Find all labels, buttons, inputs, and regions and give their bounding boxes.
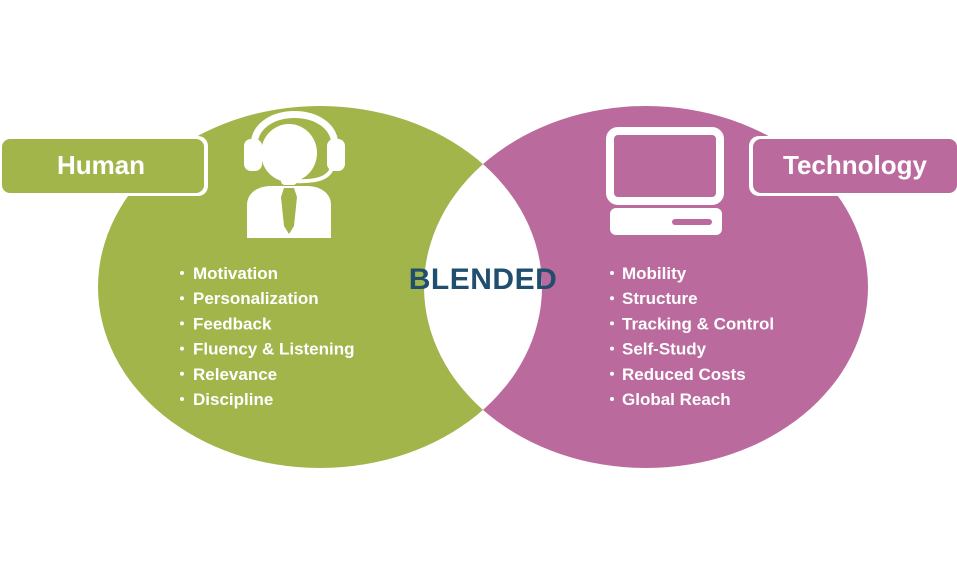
technology-list-item: Global Reach xyxy=(622,390,731,409)
technology-list-item: Mobility xyxy=(622,264,687,283)
technology-bullet-dot xyxy=(610,321,614,326)
technology-bullet-dot xyxy=(610,346,614,351)
computer-monitor-icon xyxy=(606,127,724,235)
blended-label: BLENDED xyxy=(409,263,558,296)
human-list-item: Feedback xyxy=(193,314,272,333)
technology-bullet-dot xyxy=(610,296,614,301)
human-ellipse xyxy=(98,106,542,468)
technology-bullet-dot xyxy=(610,271,614,275)
human-list-item: Discipline xyxy=(193,390,273,409)
human-list-item: Personalization xyxy=(193,289,319,308)
headset-person-icon xyxy=(244,111,345,238)
human-bullet-dot xyxy=(180,271,184,275)
technology-list-item: Structure xyxy=(622,289,698,308)
human-tag-label: Human xyxy=(57,150,145,180)
technology-list-item: Reduced Costs xyxy=(622,365,746,384)
human-bullet-dot xyxy=(180,371,184,376)
technology-tag: Technology xyxy=(749,136,957,196)
technology-list-item: Tracking & Control xyxy=(622,314,774,333)
technology-tag-label: Technology xyxy=(783,150,928,180)
technology-bullet-dot xyxy=(610,371,614,376)
human-bullet-dot xyxy=(180,296,184,301)
human-list-item: Motivation xyxy=(193,264,278,283)
human-attributes-list: MotivationPersonalizationFeedbackFluency… xyxy=(180,264,355,409)
human-bullet-dot xyxy=(180,346,184,351)
human-list-item: Relevance xyxy=(193,365,277,384)
technology-list-item: Self-Study xyxy=(622,340,707,359)
human-list-item: Fluency & Listening xyxy=(193,340,355,359)
technology-ellipse xyxy=(424,106,868,468)
human-tag: Human xyxy=(0,136,208,196)
human-bullet-dot xyxy=(180,397,184,401)
human-bullet-dot xyxy=(180,321,184,326)
technology-bullet-dot xyxy=(610,397,614,401)
